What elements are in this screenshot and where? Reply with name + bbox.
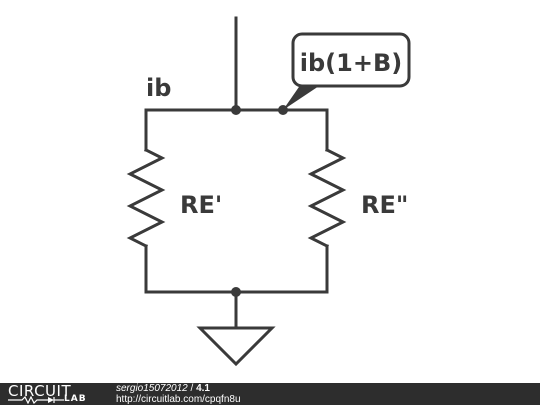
current-label-ib: ib bbox=[146, 74, 171, 102]
version-label: 4.1 bbox=[196, 383, 210, 394]
callout-box bbox=[291, 32, 411, 88]
resistor-re-left bbox=[126, 147, 166, 249]
logo-text-circuit: CIRCUIT bbox=[8, 383, 72, 400]
resistor-label-re-left: RE' bbox=[180, 191, 222, 219]
resistor-re-right bbox=[307, 147, 347, 249]
logo-waveform-icon bbox=[8, 396, 64, 404]
footer-meta: sergio15072012 / 4.1 http://circuitlab.c… bbox=[116, 384, 241, 405]
junction-ground bbox=[231, 287, 241, 297]
callout-label: ib(1+B) bbox=[300, 49, 402, 77]
separator: / bbox=[190, 383, 194, 394]
circuit-url-link[interactable]: http://circuitlab.com/cpqfn8u bbox=[116, 394, 241, 405]
logo-text-lab: LAB bbox=[64, 394, 87, 404]
author-name[interactable]: sergio15072012 bbox=[116, 383, 188, 394]
footer-bar: CIRCUIT LAB sergio15072012 / 4.1 http://… bbox=[0, 383, 540, 405]
callout-pointer bbox=[283, 84, 322, 110]
circuit-schematic: ib ib(1+B) RE' RE" bbox=[126, 16, 411, 367]
resistor-label-re-right: RE" bbox=[361, 191, 408, 219]
ground-symbol bbox=[196, 326, 276, 367]
junction-input bbox=[231, 105, 241, 115]
circuitlab-logo: CIRCUIT LAB bbox=[8, 383, 108, 405]
